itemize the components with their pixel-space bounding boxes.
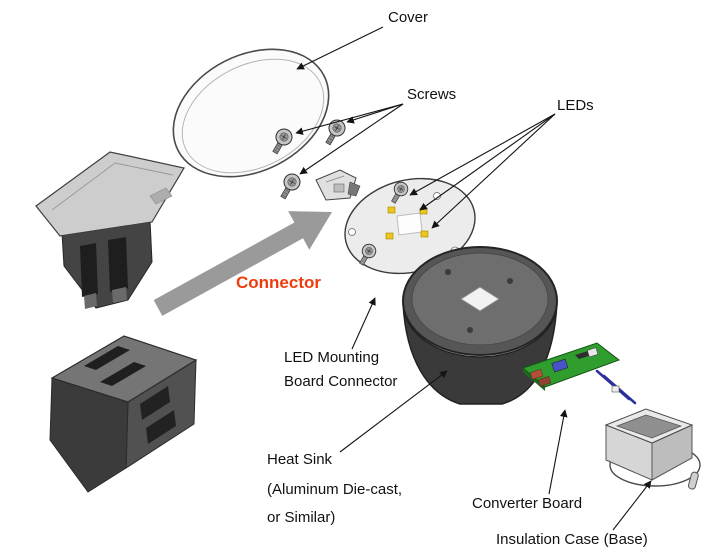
label-heat-sink-line1: Heat Sink (267, 451, 333, 468)
led-board-hole (348, 228, 356, 236)
connector-part-pin (347, 181, 361, 197)
heat-sink (402, 246, 558, 405)
screw (272, 128, 293, 155)
big-gray-arrow (153, 211, 332, 316)
connector-part-socket (333, 183, 345, 193)
led-chip (387, 206, 396, 214)
pcb-capacitor-blue (551, 358, 569, 373)
heat-sink-hole (467, 327, 473, 333)
leader-line-leds (419, 113, 556, 211)
lamp-base-top-slot (80, 243, 98, 297)
heat-sink-hole (445, 269, 451, 275)
pcb-connector-white (586, 347, 599, 358)
leader-line-converter-board (548, 409, 568, 495)
leader-line-heat-sink (339, 370, 448, 453)
lamp-base-top-face-edge (51, 162, 174, 211)
leader-lines (295, 26, 652, 531)
leader-line-screws (299, 103, 404, 175)
label-cover: Cover (388, 9, 429, 26)
screw-threads (273, 144, 282, 153)
lamp-base-top-tab (112, 287, 127, 303)
led-board-center-pad (396, 212, 423, 236)
led-chip (420, 230, 429, 238)
pcb-lead-block (611, 385, 620, 393)
lamp-base-part-top (35, 151, 185, 309)
leader-line-leds (431, 113, 556, 229)
pcb-chip-dark (575, 351, 592, 359)
label-converter-board: Converter Board (472, 495, 583, 512)
label-screws: Screws (407, 86, 457, 103)
leader-line-insulation-case (612, 480, 652, 531)
led-mounting-board (344, 177, 476, 275)
screw-threads (281, 189, 290, 198)
screw-threads (326, 135, 335, 144)
screw-slot (334, 125, 340, 131)
lamp-base-bottom-slot (140, 386, 170, 420)
pcb-resistor (530, 368, 544, 380)
screw (325, 119, 346, 146)
board-screw (359, 243, 377, 266)
lamp-base-bottom-slot (100, 362, 146, 386)
lamp-base-bottom-slot (146, 410, 176, 444)
lamp-base-bottom-slot (84, 346, 130, 370)
label-connector: Connector (236, 273, 321, 292)
pcb-edge (523, 368, 545, 391)
led-chip (385, 232, 394, 240)
label-led-mounting-line1: LED Mounting (284, 349, 380, 366)
pcb-lead-wire (602, 374, 637, 405)
label-heat-sink-line2: (Aluminum Die-cast, (267, 481, 403, 498)
cover-rim (181, 58, 325, 174)
heat-sink-center-hole (460, 286, 500, 312)
lamp-base-top-slot (108, 237, 128, 292)
lamp-base-part-bottom (49, 335, 198, 493)
screw (280, 173, 301, 200)
leader-line-mounting-connector (351, 297, 376, 350)
leader-line-screws (295, 103, 404, 135)
converter-board-part (522, 342, 637, 405)
cover-outer (172, 48, 330, 178)
case-opening (615, 414, 683, 439)
case-contact-pin (687, 471, 699, 490)
label-led-mounting-line2: Board Connector (284, 373, 398, 390)
leader-line-leds (409, 113, 556, 196)
label-insulation-case: Insulation Case (Base) (496, 531, 648, 548)
board-screw (391, 181, 409, 204)
leader-line-cover (296, 26, 384, 70)
screw-slot (281, 134, 287, 140)
pcb-resistor (538, 375, 552, 387)
label-heat-sink-line3: or Similar) (267, 509, 336, 526)
label-leds: LEDs (557, 97, 594, 114)
lamp-base-top-tab (84, 293, 97, 309)
heat-sink-hole (507, 278, 513, 284)
connector-part (315, 169, 361, 201)
screw-slot (289, 179, 295, 185)
connector-part-edge (325, 175, 345, 183)
insulation-case-part (604, 408, 701, 490)
cover-disc (172, 48, 330, 178)
lamp-base-top-notch (149, 187, 173, 205)
